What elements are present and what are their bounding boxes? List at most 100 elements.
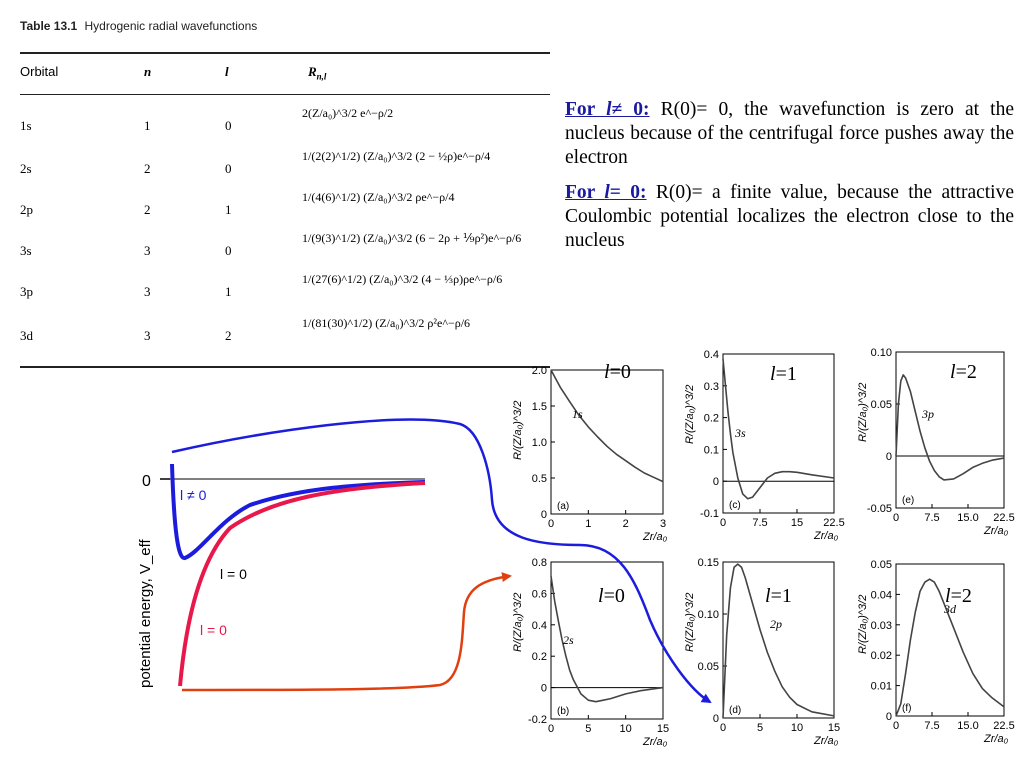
formula-cell: 1/(27(6)^1/2) (Z/a₀)^3/2 (4 − ⅓ρ)ρe^−ρ/6 (302, 272, 503, 286)
orbital-cell: 1s (20, 118, 32, 133)
l-label: l=0 (598, 585, 625, 607)
l-cell: 1 (225, 284, 232, 299)
table-mid-rule (20, 94, 550, 95)
x-axis-label: Zr/a₀ (642, 531, 668, 543)
l-cell: 0 (225, 118, 232, 133)
formula-cell: 2(Z/a₀)^3/2 e^−ρ/2 (302, 106, 394, 120)
x-tick-label: 1 (585, 518, 591, 530)
formula-cell: 1/(4(6)^1/2) (Z/a₀)^3/2 ρe^−ρ/4 (302, 190, 455, 204)
lead-for: For (565, 99, 607, 120)
potential-y-tick-label: 0 (142, 473, 151, 490)
orbital-cell: 3p (20, 284, 33, 299)
potential-curve-l-nonzero (170, 463, 426, 560)
orbital-label: 2p (770, 617, 782, 631)
wavefunction-curve-2p (722, 563, 835, 719)
panel-label: (a) (557, 501, 569, 512)
orbital-label: 2s (563, 633, 574, 647)
y-tick-label: 0.10 (698, 609, 719, 621)
lead-cond: = 0: (609, 182, 647, 203)
y-tick-label: 0.05 (698, 661, 719, 673)
panel-label: (f) (902, 703, 911, 714)
y-tick-label: -0.1 (700, 508, 719, 520)
wavefunction-curve-3s (722, 358, 835, 500)
l-letter: l (950, 361, 956, 383)
orbital-cell: 3d (20, 328, 33, 343)
y-tick-label: 0.2 (704, 413, 719, 425)
table-title-text: Hydrogenic radial wavefunctions (84, 19, 258, 33)
header-r: Rn,l (308, 64, 326, 82)
label-l-zero-red: l = 0 (200, 622, 227, 638)
l-letter: l (598, 585, 604, 607)
l-letter: l (765, 585, 771, 607)
lead-cond: ≠ 0: (611, 99, 650, 120)
x-axis-label: Zr/a₀ (813, 530, 839, 542)
y-tick-label: 0.15 (698, 557, 719, 569)
y-tick-label: 2.0 (532, 365, 547, 377)
y-tick-label: 0.05 (871, 559, 892, 571)
label-l-zero-black: l = 0 (220, 566, 247, 582)
n-cell: 2 (144, 202, 151, 217)
l-letter: l (770, 363, 776, 385)
l-value: =1 (776, 363, 797, 385)
panel-label: (d) (729, 705, 741, 716)
y-tick-label: 0.01 (871, 681, 892, 693)
potential-curve-l-zero (178, 481, 426, 687)
l-letter: l (604, 361, 610, 383)
lead-for: For (565, 182, 605, 203)
orbital-label: 3p (921, 407, 934, 421)
y-tick-label: 0 (713, 476, 719, 488)
lead-l: l (604, 182, 610, 203)
x-axis-label: Zr/a₀ (983, 525, 1009, 537)
table-title: Table 13.1 Hydrogenic radial wavefunctio… (20, 19, 257, 33)
y-tick-label: 0.6 (532, 588, 547, 600)
l-cell: 0 (225, 161, 232, 176)
l-value: =0 (610, 361, 631, 383)
wavefunction-table: Table 13.1 Hydrogenic radial wavefunctio… (20, 14, 550, 376)
x-tick-label: 7.5 (752, 517, 767, 529)
arrow-l-zero (181, 572, 512, 692)
y-tick-label: 0.03 (871, 620, 892, 632)
x-tick-label: 7.5 (924, 720, 939, 732)
n-cell: 3 (144, 328, 151, 343)
y-axis-label: R/(Z/a₀)^3/2 (512, 593, 524, 652)
x-tick-label: 0 (720, 722, 726, 734)
l-label: l=1 (765, 585, 792, 607)
l-label: l=0 (604, 361, 631, 383)
y-tick-label: 1.0 (532, 437, 547, 449)
orbital-cell: 2s (20, 161, 32, 176)
x-tick-label: 0 (893, 512, 899, 524)
note-l-zero-body: R(0)= a finite value, because the attrac… (565, 182, 1014, 251)
x-tick-label: 7.5 (924, 512, 939, 524)
header-l: l (225, 64, 229, 79)
wavefunction-curve-1s (550, 369, 664, 483)
orbital-label: 3s (734, 426, 746, 440)
x-tick-label: 5 (585, 723, 591, 735)
connector-arrows (171, 418, 712, 704)
y-axis-label: R/(Z/a₀)^3/2 (857, 383, 869, 442)
plot-frame (722, 353, 835, 514)
table-row: 3d 3 2 1/(81(30)^1/2) (Z/a₀)^3/2 ρ²e^−ρ/… (20, 314, 550, 354)
table-number: Table 13.1 (20, 19, 78, 33)
y-tick-label: 0.8 (532, 557, 547, 569)
y-tick-label: 0.5 (532, 473, 547, 485)
y-tick-label: 0.02 (871, 650, 892, 662)
y-tick-label: 0.10 (871, 347, 892, 359)
y-tick-label: 0.3 (704, 381, 719, 393)
n-cell: 3 (144, 284, 151, 299)
arrow-l-nonzero (171, 418, 712, 704)
orbital-cell: 2p (20, 202, 33, 217)
header-r-sub: n,l (316, 71, 327, 82)
table-row: 1s 1 0 2(Z/a₀)^3/2 e^−ρ/2 (20, 104, 550, 144)
l-value: =0 (604, 585, 625, 607)
y-tick-label: 0.04 (871, 589, 892, 601)
y-tick-label: 0 (886, 451, 892, 463)
x-tick-label: 0 (720, 517, 726, 529)
x-tick-label: 15.0 (957, 512, 978, 524)
y-tick-label: 0.2 (532, 651, 547, 663)
